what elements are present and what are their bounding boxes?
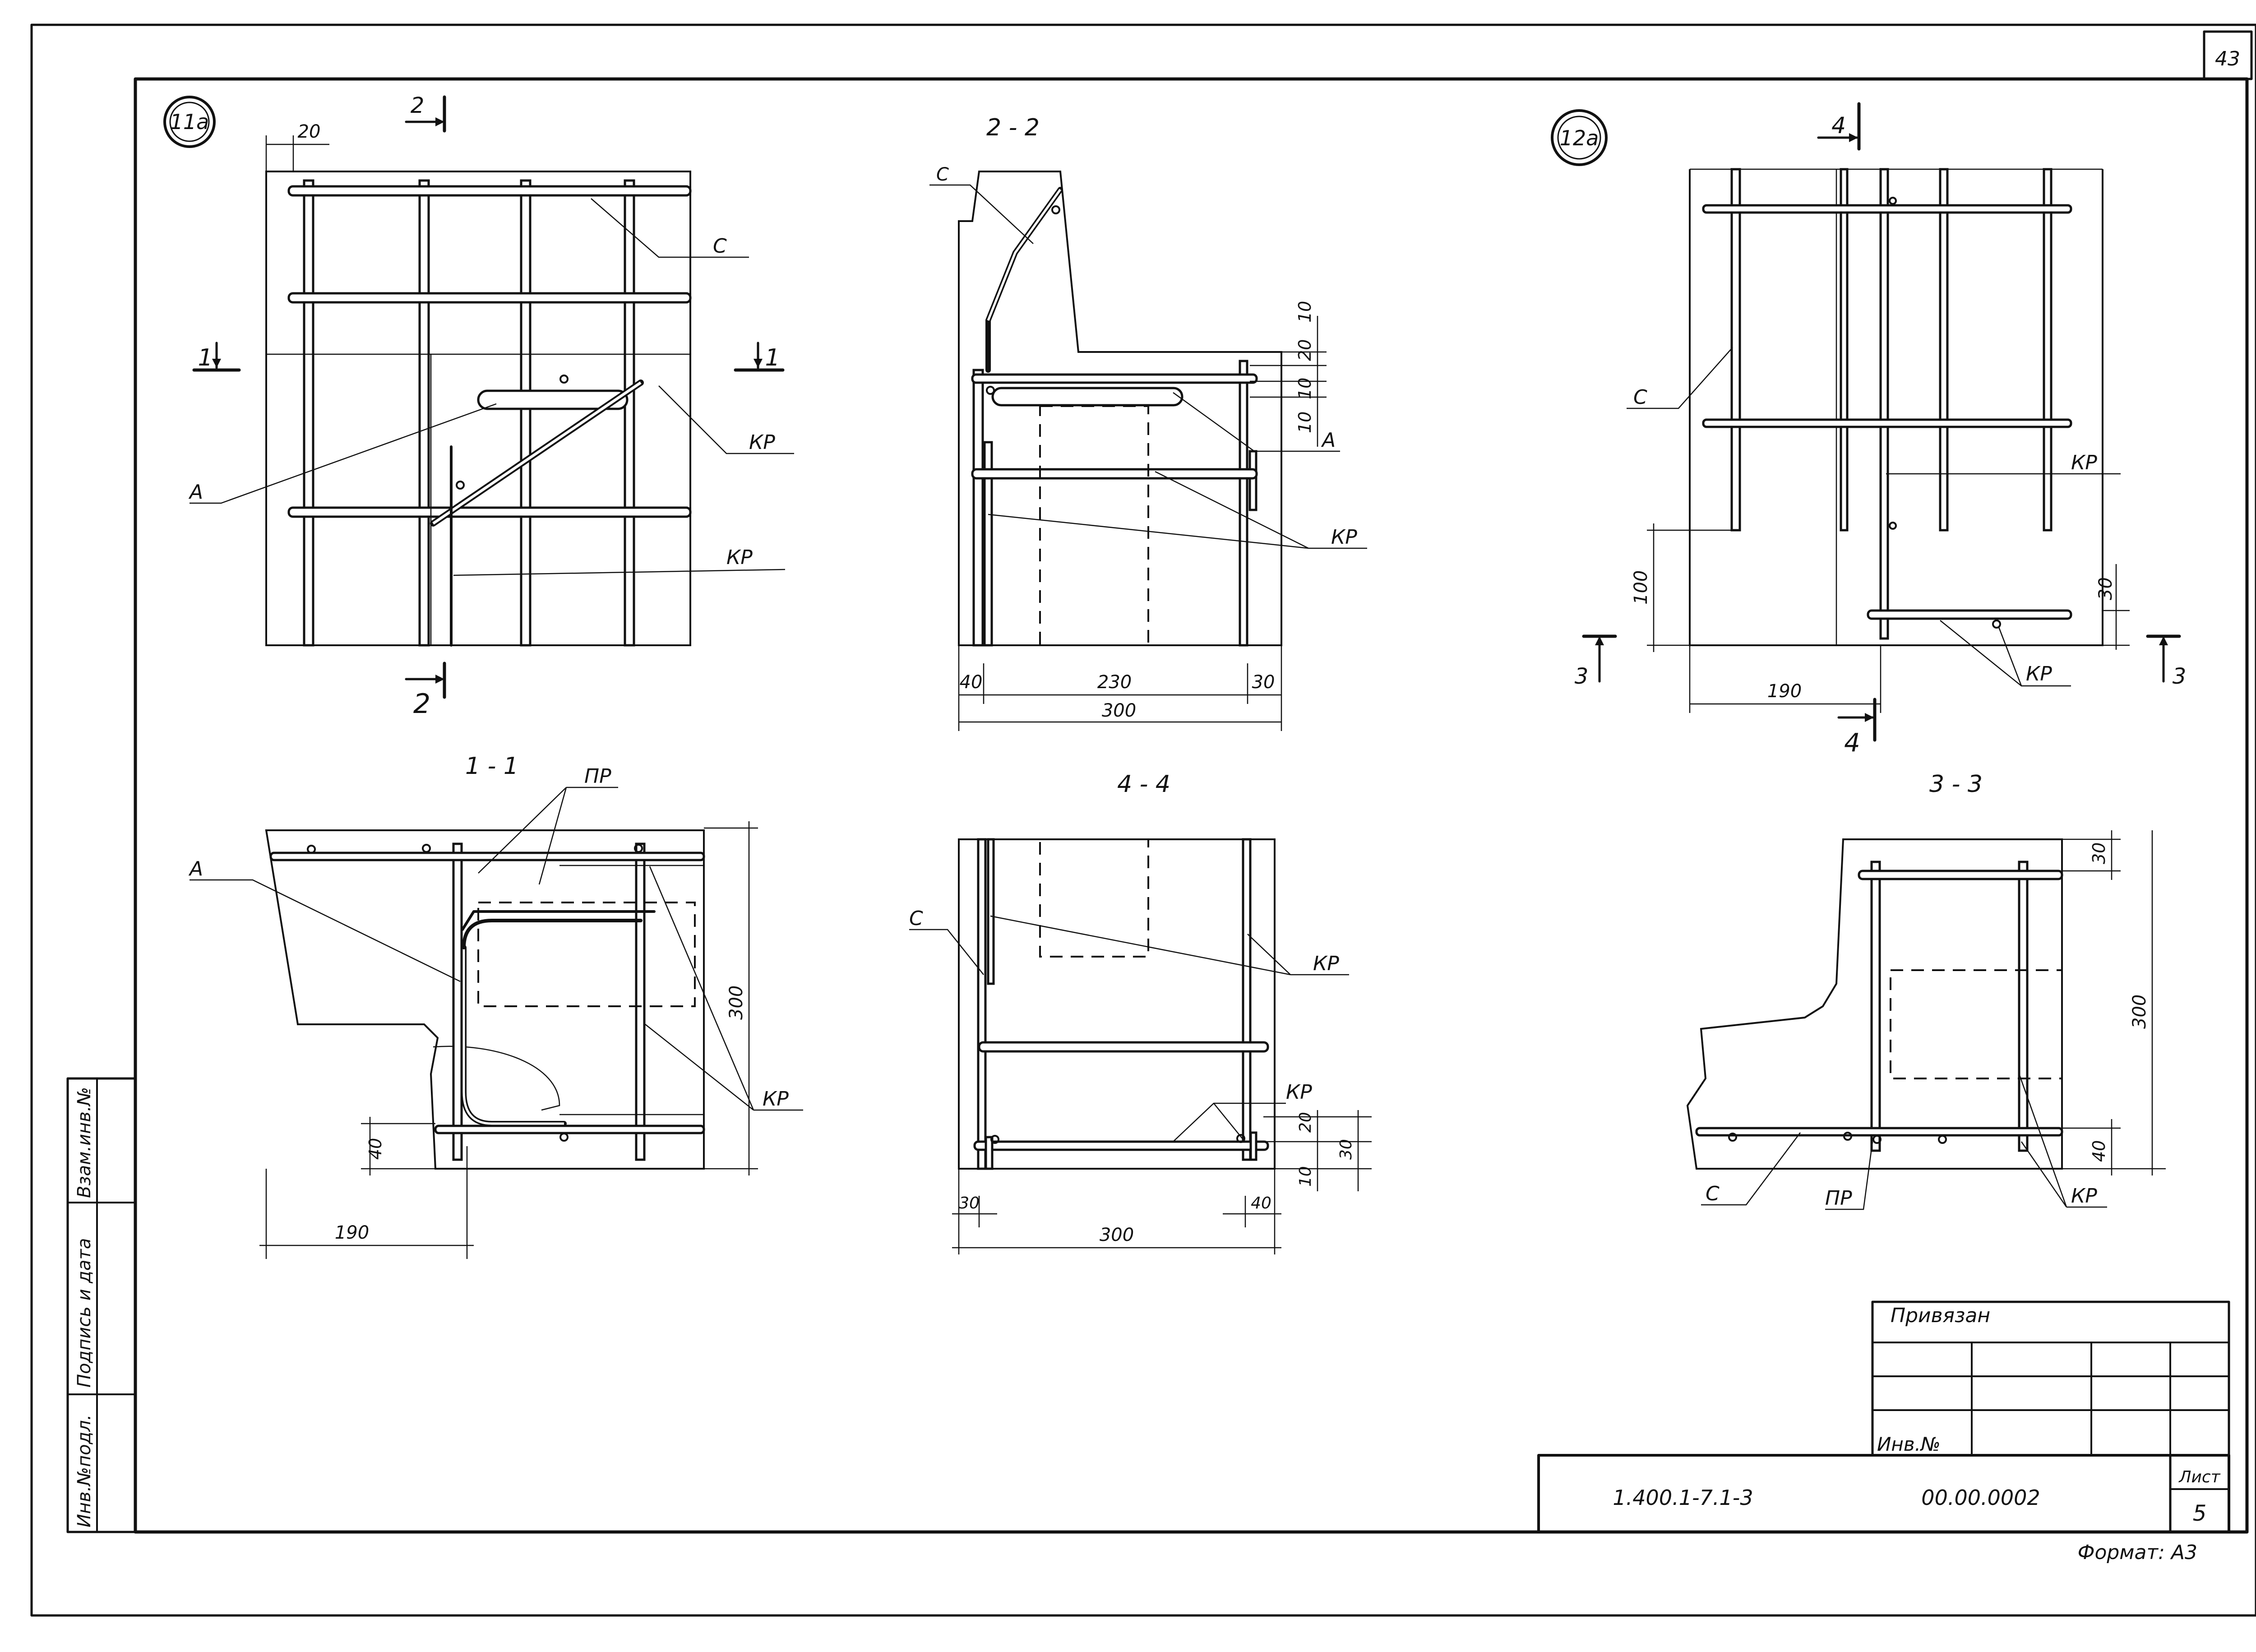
dim-label: 40 [960, 672, 983, 693]
dim-label: 230 [1097, 672, 1132, 693]
dim-label: 30 [1337, 1139, 1355, 1160]
dim-label: 30 [2095, 577, 2116, 600]
callout-c: С [1633, 386, 1647, 409]
dim-label: 10 [1296, 1166, 1315, 1187]
callout-kr: КР [1331, 526, 1357, 549]
dim-label: 30 [959, 1194, 980, 1212]
sheet-label: Лист [2178, 1468, 2220, 1486]
callout-kr: КР [763, 1087, 789, 1111]
view-title-2-2: 2 - 2 [986, 114, 1040, 141]
section-mark-4-bottom: 4 [1844, 728, 1860, 758]
linked-label: Привязан [1891, 1304, 1990, 1327]
dim-label: 100 [1631, 570, 1651, 605]
section-mark-4-top: 4 [1831, 112, 1846, 139]
dim-label: 20 [1296, 1112, 1315, 1133]
dim-label: 40 [2089, 1140, 2109, 1162]
section-mark-2-top: 2 [411, 93, 425, 118]
section-mark-3-right: 3 [2173, 664, 2187, 689]
callout-kr: КР [1286, 1081, 1312, 1104]
view-title-1-1: 1 - 1 [465, 753, 518, 780]
callout-kr: КР [1313, 952, 1339, 975]
view-1-1: 1 - 1 300 40 190 ПР [188, 753, 803, 1259]
format-label: Формат: А3 [2078, 1541, 2197, 1564]
dim-label: 190 [1767, 681, 1802, 702]
dim-label: 300 [2129, 995, 2150, 1029]
callout-kr: КР [2071, 451, 2097, 474]
sheet-value: 5 [2193, 1501, 2207, 1526]
callout-c: С [909, 907, 923, 930]
callout-pr: ПР [584, 765, 611, 788]
inv-label: Инв.№ [1877, 1433, 1941, 1455]
section-mark-3-left: 3 [1575, 664, 1589, 689]
stamp-signature-date: Подпись и дата [74, 1238, 95, 1388]
doc-code: 1.400.1-7.1-3 [1613, 1485, 1753, 1510]
callout-pr: ПР [1825, 1187, 1852, 1210]
dim-label: 20 [298, 121, 321, 142]
dim-label: 30 [1252, 672, 1275, 693]
view-mark-11a: 11а [170, 110, 209, 134]
section-mark-2-bottom: 2 [413, 688, 430, 720]
callout-a: А [188, 857, 203, 880]
dim-label: 30 [2089, 842, 2109, 864]
view-3-3: 3 - 3 30 300 40 С ПР КР [1686, 771, 2166, 1210]
callout-a: А [1321, 429, 1336, 452]
callout-c: С [1706, 1182, 1720, 1205]
title-block: Привязан Инв.№ 1.400.1-7.1-3 00.00.0002 … [1537, 1300, 2230, 1533]
view-11a: 11а 20 2 2 1 [163, 93, 794, 720]
view-mark-12a-circle [1551, 109, 1608, 166]
dim-label: 10 [1295, 412, 1315, 433]
dim-label: 40 [1251, 1194, 1271, 1212]
callout-kr: КР [749, 431, 775, 454]
sheet-frame: 43 [30, 23, 2256, 1617]
callout-kr: КР [2071, 1185, 2097, 1208]
dim-label: 20 [1295, 339, 1315, 361]
dim-label: 300 [1102, 700, 1136, 721]
view-title-4-4: 4 - 4 [1117, 771, 1170, 798]
section-mark-1-right: 1 [765, 344, 780, 371]
dim-label: 40 [365, 1138, 385, 1160]
view-4-4: 4 - 4 30 40 300 20 10 30 С [909, 771, 1372, 1254]
dim-label: 10 [1295, 301, 1315, 323]
dim-label: 300 [726, 986, 747, 1020]
stamp-replacement-inv: Взам.инв.№ [74, 1087, 95, 1198]
dim-label: 10 [1295, 378, 1315, 399]
side-stamp: Взам.инв.№ Подпись и дата Инв.№подл. [66, 1077, 137, 1533]
view-mark-11a-circle [163, 96, 216, 148]
dim-label: 190 [335, 1222, 369, 1243]
callout-c: С [713, 235, 727, 258]
sheet-number-top: 43 [2215, 47, 2240, 70]
callout-c: С [936, 164, 949, 185]
callout-kr: КР [2026, 662, 2052, 685]
callout-kr: КР [726, 546, 753, 569]
callout-a: А [188, 481, 203, 504]
dim-label: 300 [1100, 1225, 1134, 1245]
view-title-3-3: 3 - 3 [1929, 771, 1983, 798]
drawing-code: 00.00.0002 [1921, 1485, 2040, 1510]
stamp-original-inv: Инв.№подл. [74, 1414, 95, 1527]
view-2-2: 2 - 2 10 20 10 10 40 230 30 300 [929, 114, 1367, 731]
view-mark-12a: 12а [1560, 126, 1599, 150]
section-mark-1-left: 1 [198, 344, 213, 371]
view-12a: 12а 4 4 3 3 [1551, 102, 2187, 758]
